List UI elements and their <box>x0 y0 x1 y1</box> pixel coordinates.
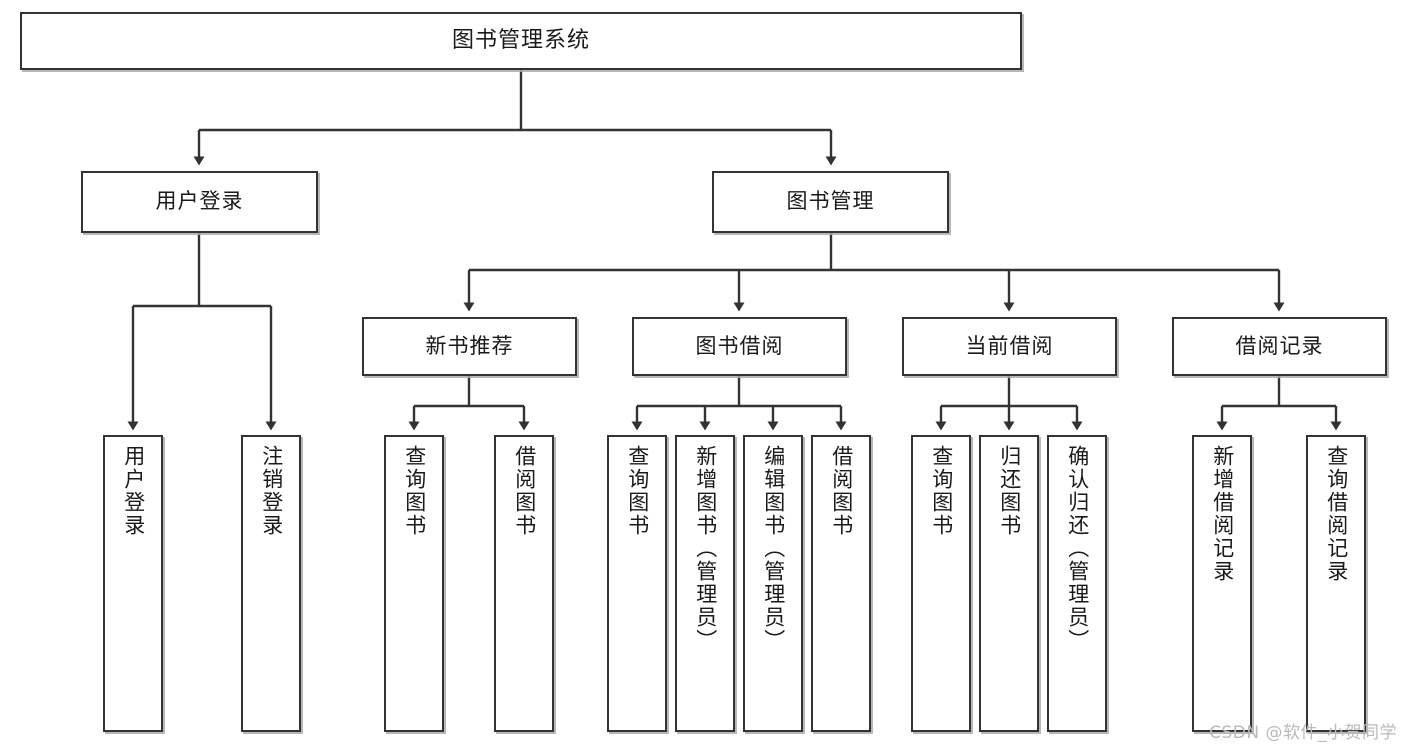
node-current-borrow[interactable]: 当前借阅 <box>902 317 1117 376</box>
node-new-book-recommend[interactable]: 新书推荐 <box>362 317 577 376</box>
node-label: 图书管理系统 <box>451 27 590 53</box>
leaf-add-borrow-record[interactable]: 新增借阅记录 <box>1192 435 1252 732</box>
node-root-system[interactable]: 图书管理系统 <box>20 12 1022 70</box>
node-label: 确认归还（管理员） <box>1065 445 1090 652</box>
node-book-borrow[interactable]: 图书借阅 <box>632 317 847 376</box>
node-label: 查询图书 <box>625 445 650 537</box>
node-borrow-records[interactable]: 借阅记录 <box>1172 317 1387 376</box>
node-label: 查询图书 <box>929 445 954 537</box>
node-label: 当前借阅 <box>965 333 1054 358</box>
leaf-query-book-recommend[interactable]: 查询图书 <box>384 435 444 732</box>
leaf-logout[interactable]: 注销登录 <box>241 435 301 732</box>
node-label: 图书管理 <box>786 189 875 214</box>
leaf-edit-book-admin[interactable]: 编辑图书（管理员） <box>743 435 803 732</box>
node-user-login[interactable]: 用户登录 <box>81 171 318 233</box>
node-label: 查询图书 <box>402 445 427 537</box>
node-label: 归还图书 <box>997 445 1022 537</box>
node-label: 新书推荐 <box>425 333 514 358</box>
leaf-return-book[interactable]: 归还图书 <box>979 435 1039 732</box>
leaf-confirm-return-admin[interactable]: 确认归还（管理员） <box>1047 435 1107 732</box>
node-label: 借阅图书 <box>512 445 537 537</box>
node-label: 新增借阅记录 <box>1210 445 1235 583</box>
node-label: 查询借阅记录 <box>1324 445 1349 583</box>
node-label: 借阅记录 <box>1235 333 1324 358</box>
node-label: 借阅图书 <box>829 445 854 537</box>
node-label: 新增图书（管理员） <box>693 445 718 652</box>
node-label: 用户登录 <box>155 189 244 214</box>
leaf-query-book-borrow[interactable]: 查询图书 <box>607 435 667 732</box>
leaf-add-book-admin[interactable]: 新增图书（管理员） <box>675 435 735 732</box>
leaf-query-borrow-record[interactable]: 查询借阅记录 <box>1306 435 1366 732</box>
node-label: 用户登录 <box>121 445 146 537</box>
leaf-query-book-current[interactable]: 查询图书 <box>911 435 971 732</box>
leaf-borrow-book[interactable]: 借阅图书 <box>811 435 871 732</box>
node-book-management[interactable]: 图书管理 <box>712 171 949 233</box>
node-label: 注销登录 <box>259 445 284 537</box>
leaf-borrow-book-recommend[interactable]: 借阅图书 <box>494 435 554 732</box>
node-label: 编辑图书（管理员） <box>761 445 786 652</box>
node-label: 图书借阅 <box>695 333 784 358</box>
leaf-user-login[interactable]: 用户登录 <box>103 435 163 732</box>
watermark-text: CSDN @软件_小贺同学 <box>1209 723 1397 743</box>
